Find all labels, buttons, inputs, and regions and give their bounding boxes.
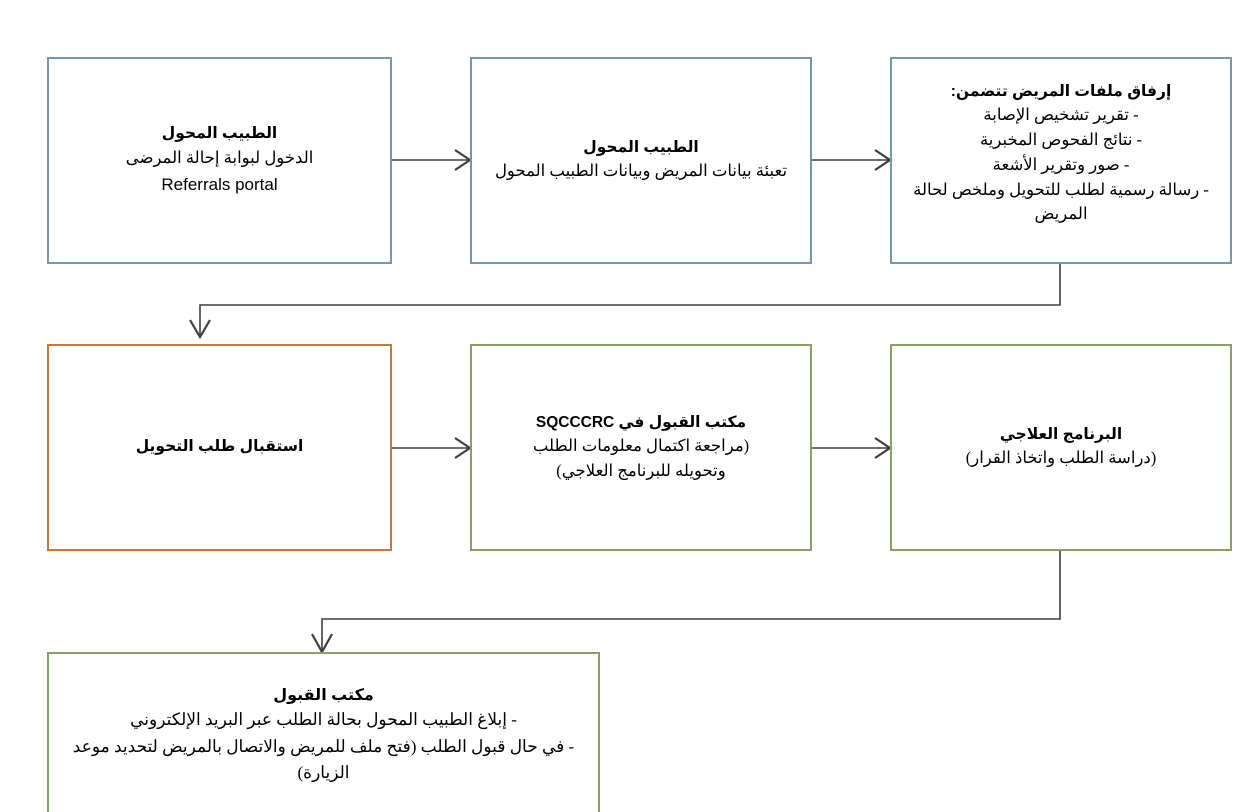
node-title: الطبيب المحول: [161, 125, 278, 143]
node-line: - في حال قبول الطلب (فتح ملف للمريض والا…: [72, 736, 575, 782]
node-line: - إبلاغ الطبيب المحول بحالة الطلب عبر ال…: [130, 710, 517, 730]
cut-off-caption: [620, 798, 1200, 812]
connector-c4: [392, 437, 472, 459]
connector-c1: [392, 149, 472, 171]
node-title: استقبال طلب التحويل: [135, 438, 304, 456]
node-line: - نتائج الفحوص المخبرية: [979, 130, 1143, 150]
node-referring-physician-portal[interactable]: الطبيب المحول الدخول لبوابة إحالة المرضى…: [47, 57, 392, 264]
node-treatment-program[interactable]: البرنامج العلاجي (دراسة الطلب واتخاذ الق…: [890, 344, 1232, 551]
node-title: مكتب القبول: [273, 687, 374, 704]
node-line: (دراسة الطلب واتخاذ القرار): [965, 448, 1157, 468]
node-line: تعبئة بيانات المريض وبيانات الطبيب المحو…: [494, 161, 788, 181]
node-line: - صور وتقرير الأشعة: [992, 154, 1130, 174]
node-line: - تقرير تشخيص الإصابة: [983, 105, 1139, 125]
node-line: الدخول لبوابة إحالة المرضى: [125, 147, 314, 167]
node-receive-referral-request[interactable]: استقبال طلب التحويل: [47, 344, 392, 551]
node-title: البرنامج العلاجي: [999, 425, 1123, 443]
node-title: الطبيب المحول: [583, 138, 699, 156]
node-admission-office-sqcccrc[interactable]: مكتب القبول في SQCCCRC (مراجعة اكتمال مع…: [470, 344, 812, 551]
connector-c6: [311, 551, 1061, 655]
node-line: (مراجعة اكتمال معلومات الطلب وتحويله للب…: [532, 435, 750, 480]
connector-c2: [812, 149, 892, 171]
node-title: إرفاق ملفات المريض تتضمن:: [950, 83, 1172, 100]
node-line: - رسالة رسمية لطلب للتحويل وملخص لحالة ا…: [913, 179, 1209, 224]
node-attach-patient-files[interactable]: إرفاق ملفات المريض تتضمن: - تقرير تشخيص …: [890, 57, 1232, 264]
node-line-latin: Referrals portal: [161, 175, 278, 195]
node-title: مكتب القبول في SQCCCRC: [535, 413, 747, 431]
node-referring-physician-data-entry[interactable]: الطبيب المحول تعبئة بيانات المريض وبيانا…: [470, 57, 812, 264]
connector-c5: [812, 437, 892, 459]
connector-c3: [189, 264, 1061, 340]
node-admission-office[interactable]: مكتب القبول - إبلاغ الطبيب المحول بحالة …: [47, 652, 600, 812]
